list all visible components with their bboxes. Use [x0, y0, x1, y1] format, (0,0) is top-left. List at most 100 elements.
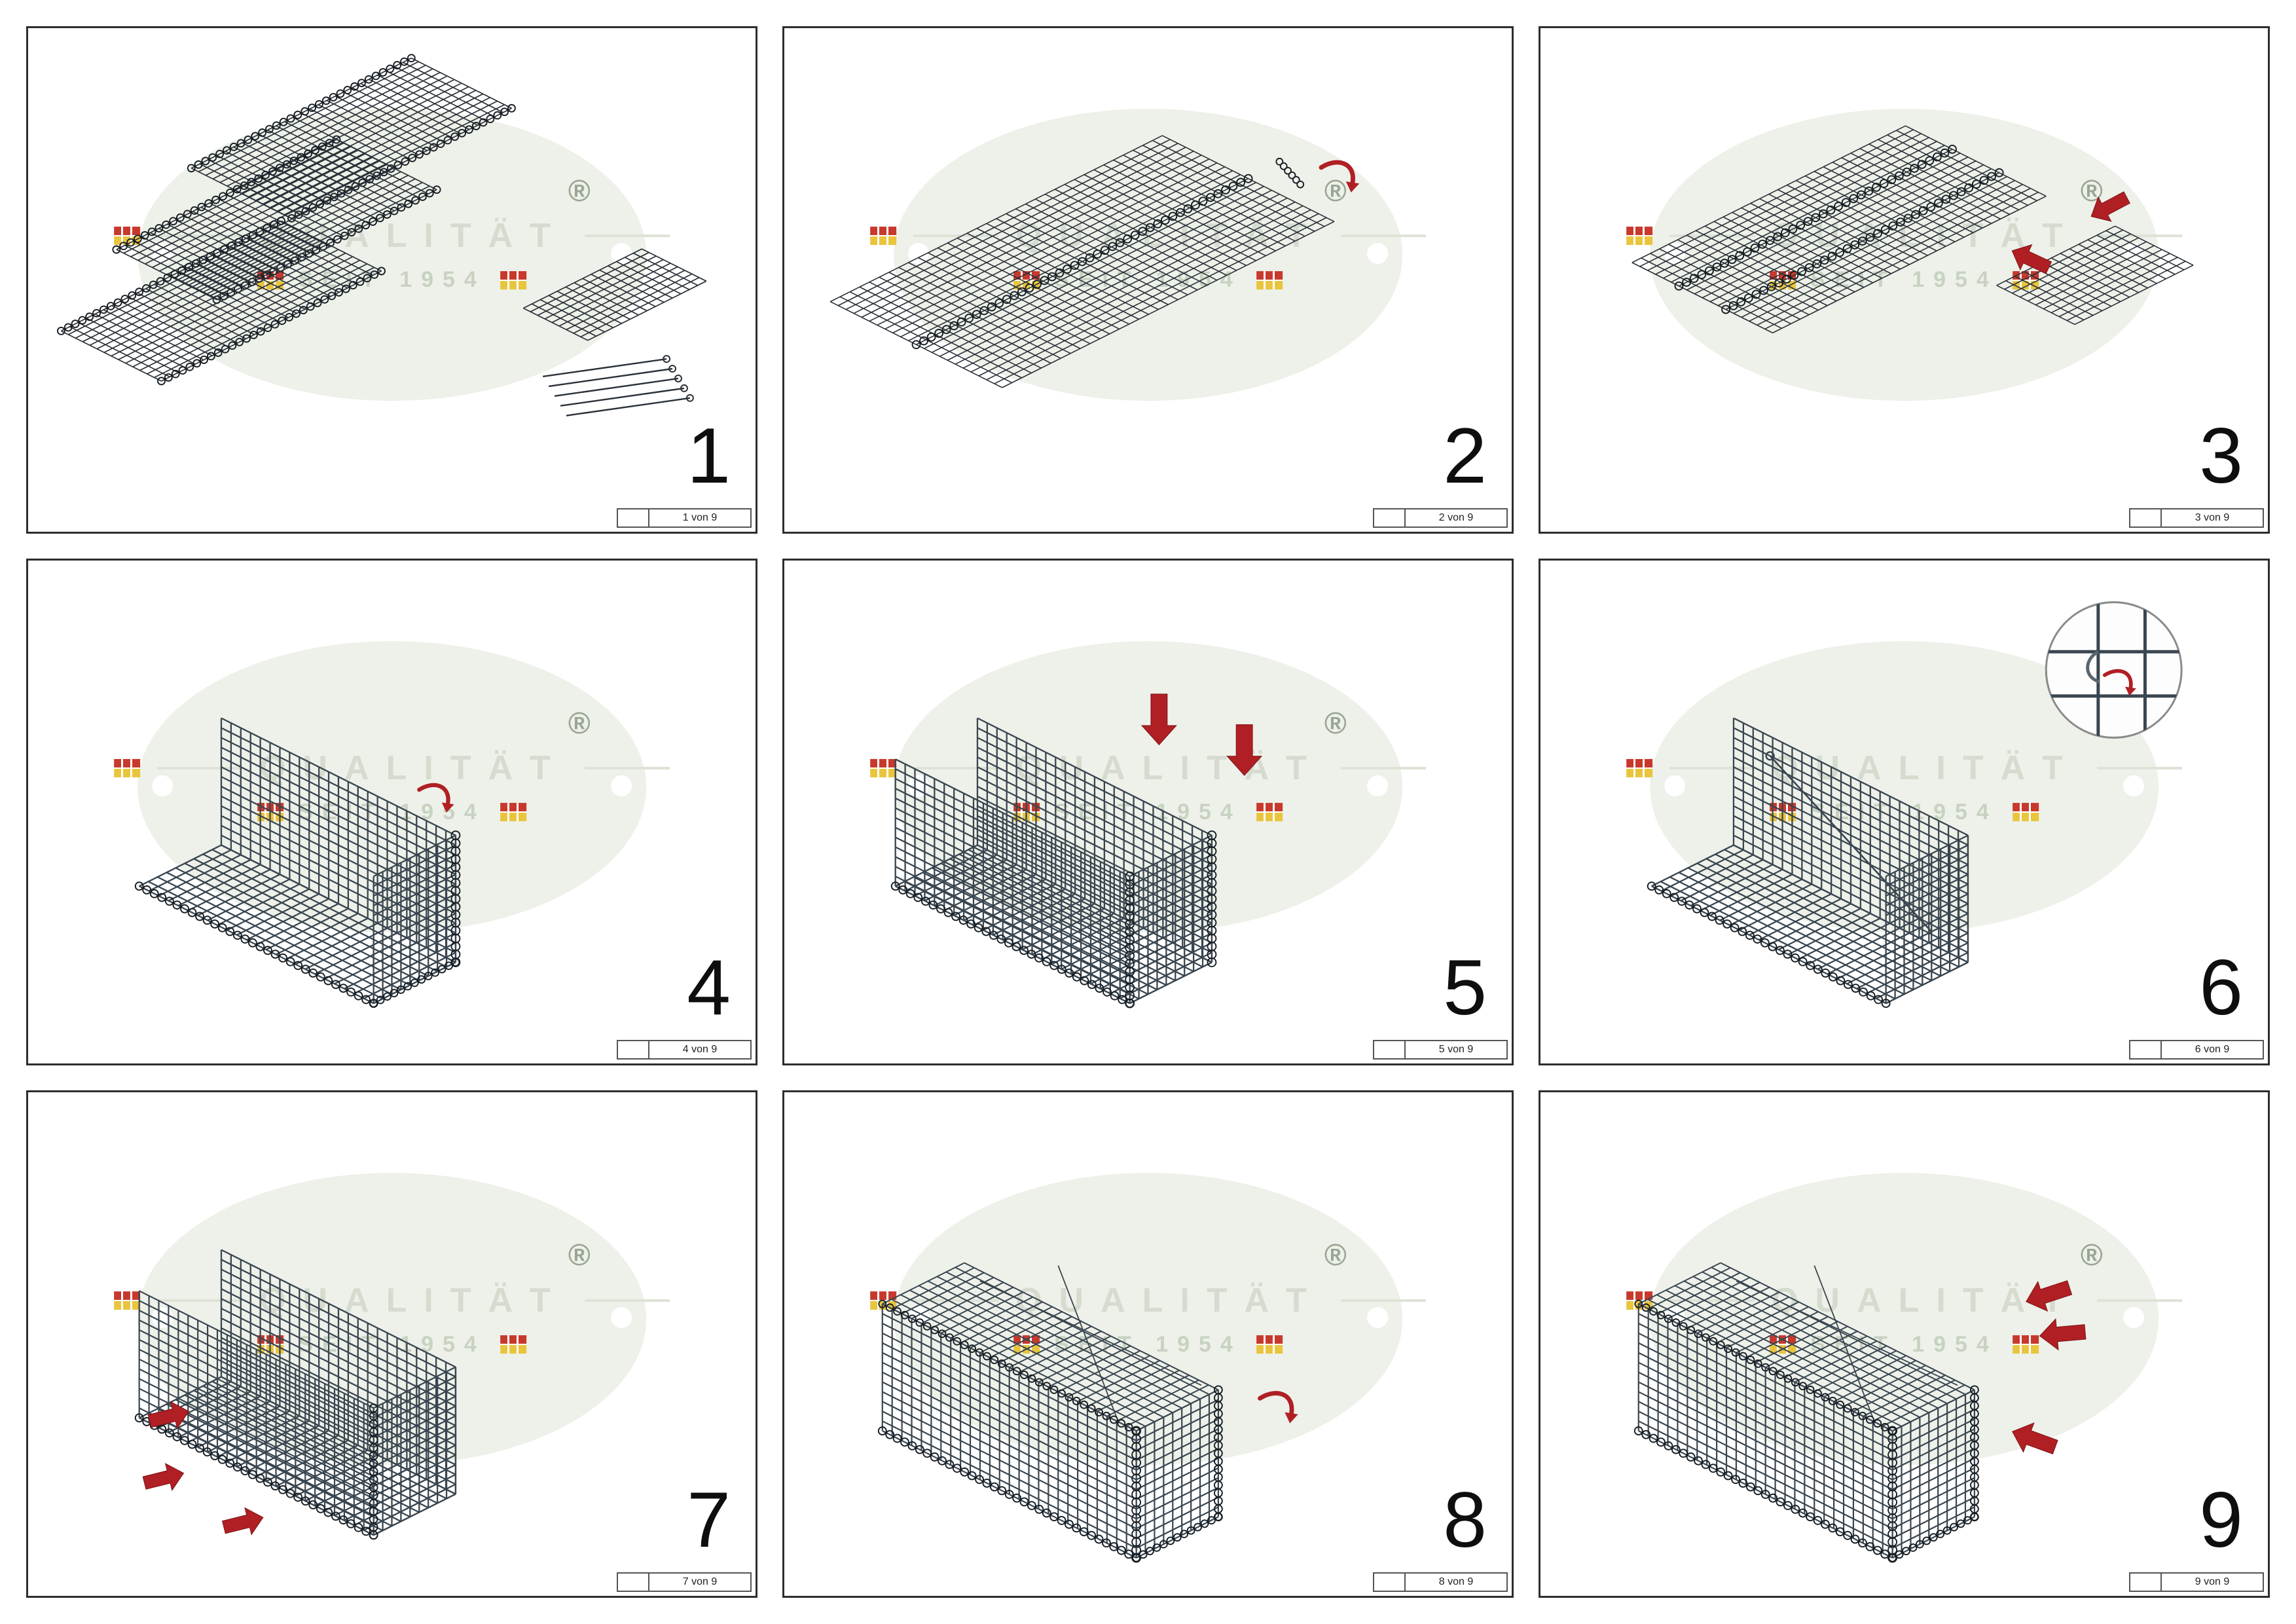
step-illustration: [134, 717, 461, 1008]
brand-pixel-logo: [1256, 1335, 1283, 1354]
step-number: 5: [1443, 944, 1487, 1032]
watermark-hole-right: [2123, 775, 2145, 796]
registered-trademark-icon: ®: [568, 1238, 591, 1272]
sheet-count-label: 6 von 9: [2195, 1044, 2230, 1056]
sheet-count-label: 3 von 9: [2195, 511, 2230, 523]
watermark-hole-right: [611, 243, 632, 265]
registered-trademark-icon: ®: [2080, 1238, 2103, 1272]
sheet-titleblock: 2 von 9: [1373, 507, 1508, 528]
watermark-rule-left: [913, 767, 999, 770]
watermark-rule-right: [584, 767, 670, 770]
registered-trademark-icon: ®: [1324, 174, 1347, 208]
sheet-titleblock: 9 von 9: [2129, 1572, 2264, 1592]
watermark-rule-left: [913, 234, 999, 238]
watermark-hole-left: [1664, 775, 1685, 796]
watermark-rule-left: [1669, 1299, 1755, 1302]
step-panel: QUALITÄT SEIT 1954 ® 8 8 von 9: [782, 1090, 1514, 1598]
registered-trademark-icon: ®: [568, 174, 591, 208]
step-illustration: [890, 693, 1263, 1008]
step-number: 9: [2199, 1476, 2243, 1564]
watermark-since-row: SEIT 1954: [257, 267, 526, 293]
sheet-count-label: 5 von 9: [1438, 1044, 1474, 1056]
brand-pixel-logo: [500, 1335, 526, 1354]
step-illustration: [1631, 125, 2194, 334]
titleblock-cell: [2130, 509, 2162, 526]
titleblock-cell: [1374, 509, 1406, 526]
watermark-rule-right: [2096, 1299, 2182, 1302]
titleblock-cell: [2130, 1041, 2162, 1059]
step-panel: QUALITÄT SEIT 1954 ® 7 7 von 9: [26, 1090, 757, 1598]
watermark-since-row: SEIT 1954: [1770, 267, 2039, 293]
watermark-rule-right: [1340, 234, 1426, 238]
step-panel: QUALITÄT SEIT 1954 ® 5 5 von 9: [782, 558, 1514, 1066]
watermark-rule-left: [157, 1299, 243, 1302]
sheet-count-label: 1 von 9: [682, 511, 718, 523]
watermark-hole-right: [611, 775, 632, 796]
brand-pixel-logo: [500, 270, 526, 289]
watermark-rule-right: [584, 1299, 670, 1302]
registered-trademark-icon: ®: [1324, 705, 1347, 740]
watermark-hole-right: [2123, 1307, 2145, 1329]
step-number: 3: [2199, 411, 2243, 500]
brand-pixel-logo: [1626, 227, 1653, 246]
step-illustration: [56, 54, 707, 416]
sheet-count-label: 8 von 9: [1438, 1576, 1474, 1587]
sheet-titleblock: 3 von 9: [2129, 507, 2264, 528]
watermark-rule-left: [1669, 767, 1755, 770]
watermark-rule-right: [2096, 234, 2182, 238]
step-number: 6: [2199, 944, 2243, 1032]
sheet-titleblock: 1 von 9: [617, 507, 752, 528]
step-number: 4: [687, 944, 731, 1032]
watermark-hole-left: [151, 775, 173, 796]
titleblock-cell: [618, 1041, 649, 1059]
watermark-rule-left: [913, 1299, 999, 1302]
step-number: 7: [687, 1476, 731, 1564]
watermark-brand-row: QUALITÄT: [1626, 1281, 2182, 1320]
step-number: 8: [1443, 1476, 1487, 1564]
brand-pixel-logo: [1256, 803, 1283, 822]
step-illustration: [829, 135, 1360, 388]
step-panel: QUALITÄT SEIT 1954 ® 4 4 von 9: [26, 558, 757, 1066]
titleblock-cell: [1374, 1041, 1406, 1059]
sheet-count-label: 7 von 9: [682, 1576, 718, 1587]
brand-pixel-logo: [870, 227, 897, 246]
step-panel: QUALITÄT SEIT 1954 ® 2 2 von 9: [782, 26, 1514, 534]
brand-pixel-logo: [114, 759, 141, 778]
sheet-count-label: 2 von 9: [1438, 511, 1474, 523]
watermark: QUALITÄT SEIT 1954 ®: [870, 1173, 1426, 1466]
step-number: 1: [687, 411, 731, 500]
brand-pixel-logo: [1256, 270, 1283, 289]
watermark-rule-right: [584, 234, 670, 238]
brand-pixel-logo: [870, 759, 897, 778]
brand-pixel-logo: [2012, 803, 2039, 822]
watermark-hole-right: [1367, 243, 1389, 265]
sheet-count-label: 4 von 9: [682, 1044, 718, 1056]
brand-pixel-logo: [500, 803, 526, 822]
brand-pixel-logo: [2012, 1335, 2039, 1354]
registered-trademark-icon: ®: [568, 705, 591, 740]
titleblock-cell: [618, 1574, 649, 1591]
step-panel: QUALITÄT SEIT 1954 ® 3 3 von 9: [1539, 26, 2270, 534]
brand-pixel-logo: [1626, 759, 1653, 778]
sheet-titleblock: 6 von 9: [2129, 1040, 2264, 1060]
step-illustration: [1633, 1262, 2086, 1563]
watermark-rule-right: [2096, 767, 2182, 770]
step-illustration: [877, 1262, 1298, 1563]
step-illustration: [134, 1249, 457, 1540]
watermark-since-text: SEIT 1954: [1810, 267, 1998, 293]
watermark-hole-left: [907, 243, 929, 265]
step-panel: QUALITÄT SEIT 1954 ® 6 6 von 9: [1539, 558, 2270, 1066]
step-panel: QUALITÄT SEIT 1954 ® 9 9 von 9: [1539, 1090, 2270, 1598]
registered-trademark-icon: ®: [1324, 1238, 1347, 1272]
titleblock-cell: [1374, 1574, 1406, 1591]
watermark: QUALITÄT SEIT 1954 ®: [1626, 1173, 2182, 1466]
step-illustration: [1647, 600, 2183, 1008]
sheet-titleblock: 7 von 9: [617, 1572, 752, 1592]
watermark-rule-left: [157, 767, 243, 770]
brand-pixel-logo: [114, 1291, 141, 1310]
step-number: 2: [1443, 411, 1487, 500]
step-panel: QUALITÄT SEIT 1954 ® 1 1 von 9: [26, 26, 757, 534]
watermark-rule-right: [1340, 1299, 1426, 1302]
sheet-count-label: 9 von 9: [2195, 1576, 2230, 1587]
